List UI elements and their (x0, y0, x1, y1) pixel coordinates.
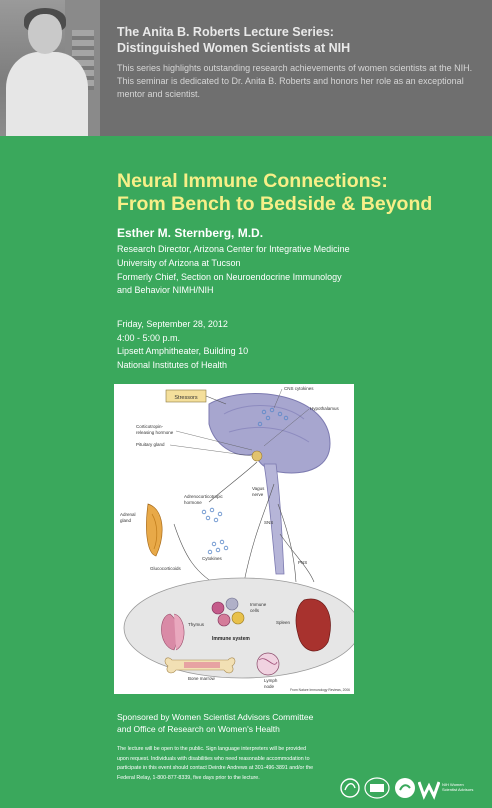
sponsor-text: Sponsored by Women Scientist Advisors Co… (117, 712, 314, 734)
label-immune-system: Immune system (212, 636, 250, 642)
label-bone-marrow: Bone marrow (188, 676, 216, 681)
event-location: Lipsett Amphitheater, Building 10 (117, 346, 249, 356)
series-title: The Anita B. Roberts Lecture Series: Dis… (117, 25, 351, 55)
figure-credit: From Nature Immunology Reviews, 2006 (290, 688, 350, 692)
label-hypothalamus: Hypothalamus (310, 406, 340, 411)
label-stressors: Stressors (174, 395, 197, 401)
label-crh-1: Corticotropin- (136, 424, 164, 429)
series-description: This series highlights outstanding resea… (117, 63, 473, 99)
label-vagus-1: Vagus (252, 486, 265, 491)
label-crh-2: releasing hormone (136, 430, 174, 435)
logo-strip: NIH Women Scientist Advisors (340, 774, 490, 802)
label-immune-cells-1: Immune (250, 602, 267, 607)
wsa-logo-text: NIH Women Scientist Advisors (442, 782, 474, 792)
event-time: 4:00 - 5:00 p.m. (117, 332, 181, 343)
affiliation-line: and Behavior NIMH/NIH (117, 285, 214, 296)
neuroimmune-diagram: Stressors CNS cytokines Hypothalamus Cor… (114, 384, 354, 694)
speaker-name: Esther M. Sternberg, M.D. (117, 226, 264, 240)
label-cns-cytokines: CNS cytokines (284, 386, 314, 391)
accessibility-note: The lecture will be open to the public. … (117, 746, 314, 781)
label-acth-1: Adrenocorticotropic (184, 494, 224, 499)
label-glucocorticoids: Glucocorticoids (150, 566, 182, 571)
header-banner: The Anita B. Roberts Lecture Series: Dis… (0, 0, 492, 136)
affiliation-line: Formerly Chief, Section on Neuroendocrin… (117, 271, 342, 282)
label-sns: SNS (264, 520, 273, 525)
wsa-logo (418, 781, 440, 800)
lecture-title: Neural Immune Connections: From Bench to… (117, 170, 433, 215)
affiliation-line: University of Arizona at Tucson (117, 257, 241, 268)
label-acth-2: hormone (184, 500, 202, 505)
event-details: Friday, September 28, 2012 4:00 - 5:00 p… (117, 318, 477, 372)
label-cytokines: Cytokines (202, 556, 223, 561)
label-adrenal-1: Adrenal (120, 512, 136, 517)
label-lymph-2: node (264, 684, 275, 689)
label-pns: PNS (298, 560, 307, 565)
affiliation-line: Research Director, Arizona Center for In… (117, 244, 350, 254)
event-institution: National Institutes of Health (117, 359, 228, 370)
label-adrenal-2: gland (120, 518, 132, 523)
label-immune-cells-2: cells (250, 608, 260, 613)
hhs-logo (340, 778, 360, 798)
label-thymus: Thymus (188, 622, 205, 627)
label-lymph-1: Lymph (264, 678, 278, 683)
label-pituitary: Pituitary gland (136, 442, 165, 447)
label-spleen: Spleen (276, 620, 291, 625)
nih-logo (364, 777, 390, 799)
label-vagus-2: nerve (252, 492, 264, 497)
orwh-logo (395, 778, 415, 798)
anita-roberts-photo (0, 0, 100, 136)
event-date: Friday, September 28, 2012 (117, 319, 228, 329)
speaker-affiliations: Research Director, Arizona Center for In… (117, 243, 477, 298)
